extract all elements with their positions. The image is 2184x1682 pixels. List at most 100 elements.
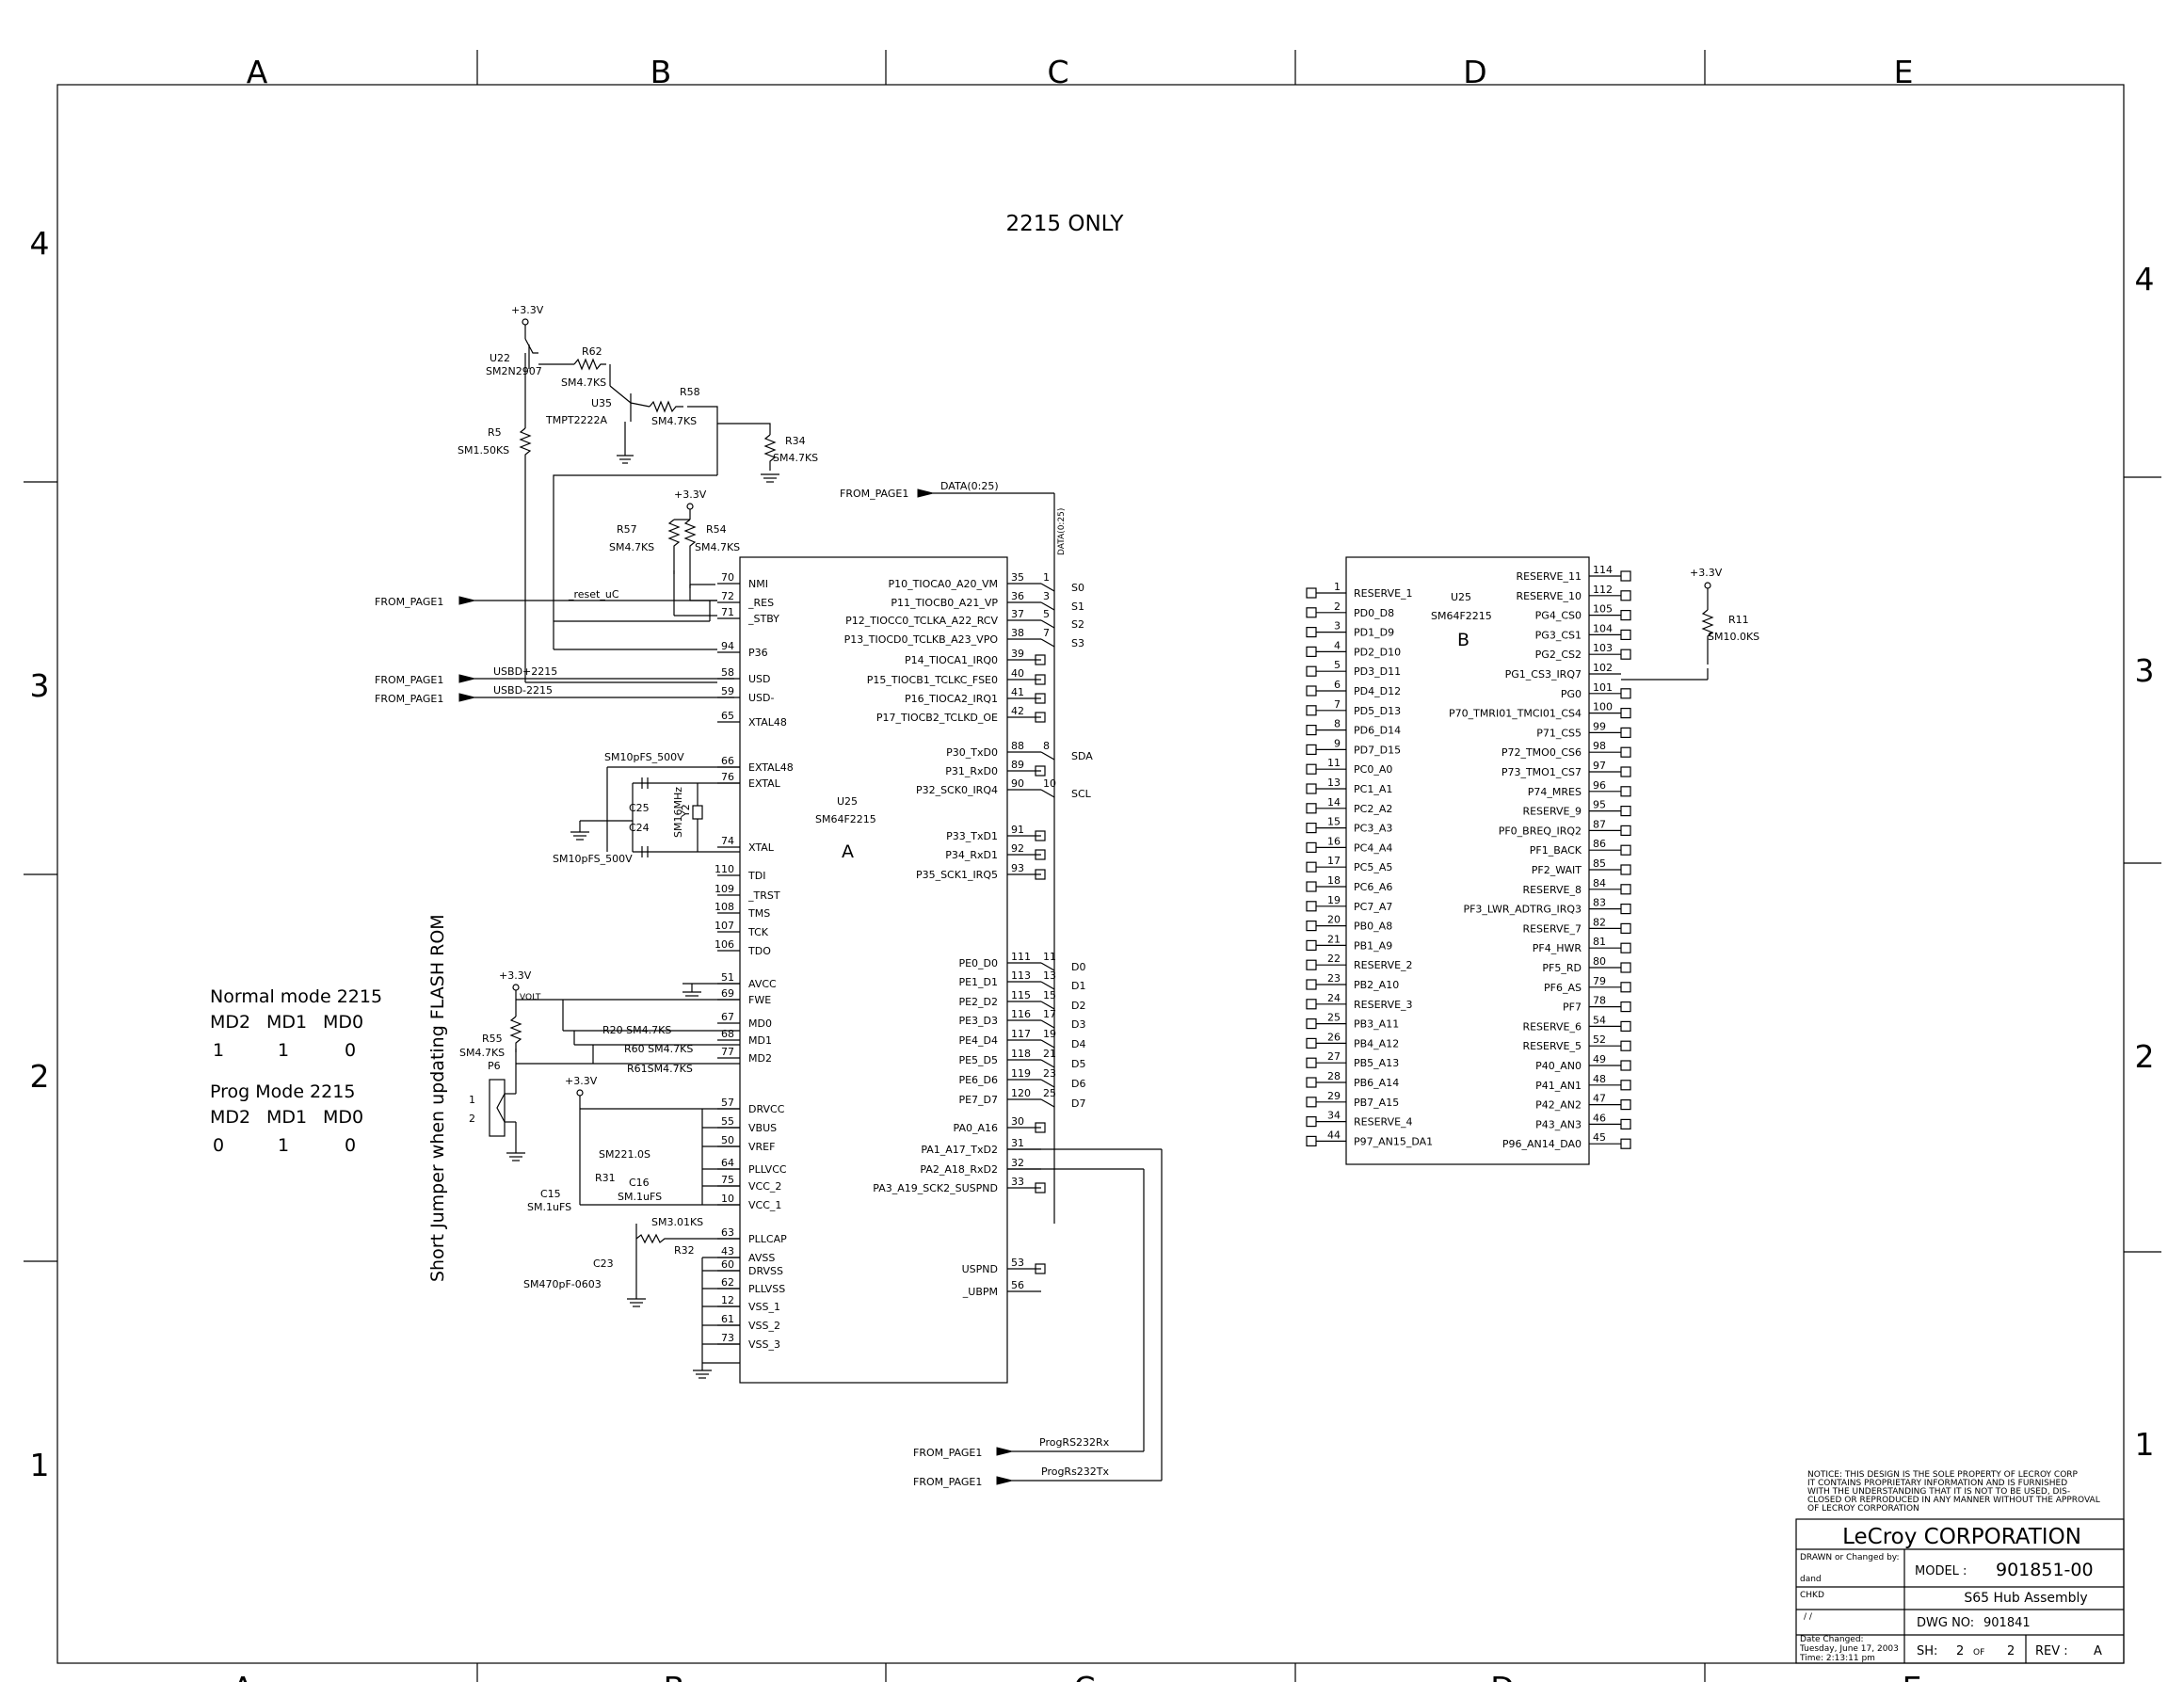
u25b-nc-box-82 — [1620, 922, 1631, 935]
u25a-pin-name-55: VBUS — [748, 1122, 777, 1134]
u25a-nc-box-91 — [1035, 830, 1046, 841]
u25a-pin-num-89: 89 — [1011, 759, 1024, 771]
u25a-pin-num-55: 55 — [721, 1115, 734, 1128]
u25a-section: A — [842, 841, 854, 862]
u25b-pin-num-21: 21 — [1327, 933, 1341, 945]
u25b-pin-name-100: P70_TMRI01_TMCI01_CS4 — [1449, 708, 1582, 720]
r54-label: R54 — [706, 523, 727, 536]
u25b-nc-box-19 — [1306, 901, 1317, 912]
u25b-pin-num-44: 44 — [1327, 1129, 1341, 1141]
zone-row-4-left: 4 — [30, 225, 50, 262]
u25b-pin-name-8: PD6_D14 — [1354, 725, 1401, 737]
u25b-nc-box-54 — [1620, 1020, 1631, 1033]
u25a-nc-box-42 — [1035, 712, 1046, 723]
u25b-nc-box-20 — [1306, 920, 1317, 932]
u25a-pin-num-74: 74 — [721, 835, 734, 847]
u25a-pin-num-42: 42 — [1011, 705, 1024, 717]
c25-label: C25 — [629, 802, 650, 814]
u25b-pin-num-80: 80 — [1593, 955, 1606, 968]
u25b-nc-box-103 — [1620, 649, 1631, 660]
u25a-nc-box-39 — [1035, 654, 1046, 665]
u25a-net-D1: D1 — [1071, 980, 1085, 992]
power-circuit: +3.3V SM221.0S R31 C16 SM.1uFS C15 SM.1u… — [523, 1075, 740, 1379]
r60-label: R60 SM4.7KS — [624, 1043, 693, 1055]
u25b-pin-name-23: PB2_A10 — [1354, 979, 1399, 991]
zone-col-d-bot: D — [1490, 1670, 1514, 1682]
r62-value: SM4.7KS — [561, 376, 606, 389]
u25a-pin-num-109: 109 — [715, 883, 734, 895]
u25a-pin-name-63: PLLCAP — [748, 1233, 787, 1245]
r62-label: R62 — [582, 345, 602, 358]
u25a-pin-num-63: 63 — [721, 1226, 734, 1239]
sheet-total: 2 — [2007, 1644, 2015, 1658]
u25b-pin-num-16: 16 — [1327, 835, 1341, 847]
date-value: Tuesday, June 17, 2003 — [1799, 1644, 1899, 1654]
r55-value: SM4.7KS — [459, 1047, 505, 1059]
u25b-nc-box-24 — [1306, 999, 1317, 1010]
y2-label: Y2 — [680, 804, 692, 818]
u25b-nc-box-25 — [1306, 1017, 1317, 1030]
u25b-nc-box-9 — [1306, 744, 1317, 756]
u25b-pin-num-20: 20 — [1327, 914, 1341, 926]
u25b-pin-num-48: 48 — [1593, 1073, 1606, 1085]
reset-net-label: _reset_uC — [568, 588, 619, 601]
u25a-pin-num-58: 58 — [721, 666, 734, 679]
u25a-pin-num-73: 73 — [721, 1332, 734, 1344]
u25b-pin-name-44: P97_AN15_DA1 — [1354, 1135, 1433, 1147]
oscillator-circuit: SM10pFS_500V C25 C24 SM10pFS_500V Y2 SM1… — [553, 751, 740, 865]
u25b-pin-num-28: 28 — [1327, 1070, 1341, 1082]
u25b-pin-num-34: 34 — [1327, 1110, 1341, 1122]
u25a-pin-name-70: NMI — [748, 578, 768, 590]
u25a-pin-num-12: 12 — [721, 1294, 734, 1306]
u25b-pin-name-19: PC7_A7 — [1354, 901, 1392, 913]
mode-table: Normal mode 2215 MD2 MD1 MD0 1 1 0 Prog … — [210, 986, 382, 1156]
u25b-pin-name-103: PG2_CS2 — [1535, 649, 1582, 661]
u25b-pin-num-5: 5 — [1334, 659, 1341, 671]
u25a-pin-name-30: PA0_A16 — [954, 1122, 998, 1134]
notice-line-4: CLOSED OR REPRODUCED IN ANY MANNER WITHO… — [1807, 1496, 2100, 1505]
mode-header-md1: MD1 — [266, 1012, 307, 1033]
u25b-nc-box-2 — [1306, 607, 1317, 618]
c24-label: C24 — [629, 822, 650, 834]
u25a-pin-name-71: _STBY — [747, 613, 779, 625]
data-bus-vertical: DATA(0:25) — [1057, 508, 1067, 555]
u25b-pin-num-18: 18 — [1327, 874, 1341, 887]
u25b-nc-box-79 — [1620, 982, 1631, 993]
u25a-pin-num-30: 30 — [1011, 1115, 1024, 1128]
model-label: MODEL : — [1915, 1564, 1967, 1578]
u25a-bus-entry-38 — [1040, 638, 1055, 648]
u25b-pin-name-82: RESERVE_7 — [1522, 922, 1582, 935]
zone-row-3-right: 3 — [2135, 652, 2155, 689]
u25a-net-D0: D0 — [1071, 961, 1085, 973]
drawn-by: dand — [1800, 1575, 1822, 1584]
page-title: 2215 ONLY — [1006, 212, 1125, 236]
u25b-pin-num-17: 17 — [1327, 855, 1341, 867]
r57-value: SM4.7KS — [609, 541, 654, 553]
u25b-pin-num-87: 87 — [1593, 818, 1606, 830]
r11-circuit: +3.3V R11 SM10.0KS — [1621, 567, 1759, 681]
u25a-pin-num-111: 111 — [1011, 951, 1031, 963]
u25a-bus-entry-36 — [1040, 601, 1055, 611]
u25b-pin-name-87: PF0_BREQ_IRQ2 — [1499, 825, 1582, 837]
offpage-connectors: FROM_PAGE1 FROM_PAGE1 USBD+2215 FROM_PAG… — [375, 480, 1163, 1488]
u25b-pin-num-14: 14 — [1327, 796, 1341, 809]
u25a-pin-name-65: XTAL48 — [748, 716, 787, 729]
u25a-bus-num-37: 5 — [1043, 608, 1050, 620]
u25b-pin-name-11: PC0_A0 — [1354, 763, 1392, 776]
u25b-nc-box-97 — [1620, 766, 1631, 777]
u25a-bus-entry-88 — [1040, 751, 1055, 761]
u25b-pin-name-22: RESERVE_2 — [1354, 959, 1413, 971]
u25a-pin-name-76: EXTAL — [748, 777, 781, 790]
u25a-pin-name-40: P15_TIOCB1_TCLKC_FSE0 — [867, 674, 998, 686]
u25b-nc-box-49 — [1620, 1060, 1631, 1071]
u25a-pin-name-92: P34_RxD1 — [945, 849, 998, 861]
u25b-nc-box-104 — [1620, 629, 1631, 641]
u25a-bus-entry-116 — [1040, 1019, 1055, 1029]
u25a-pin-name-118: PE5_D5 — [958, 1054, 998, 1066]
u25b-nc-box-80 — [1620, 962, 1631, 973]
u25a-bus-num-36: 3 — [1043, 590, 1050, 602]
u25a-pin-name-66: EXTAL48 — [748, 761, 794, 774]
u25a-pin-name-94: P36 — [748, 647, 768, 659]
r32-value: SM3.01KS — [651, 1216, 703, 1228]
